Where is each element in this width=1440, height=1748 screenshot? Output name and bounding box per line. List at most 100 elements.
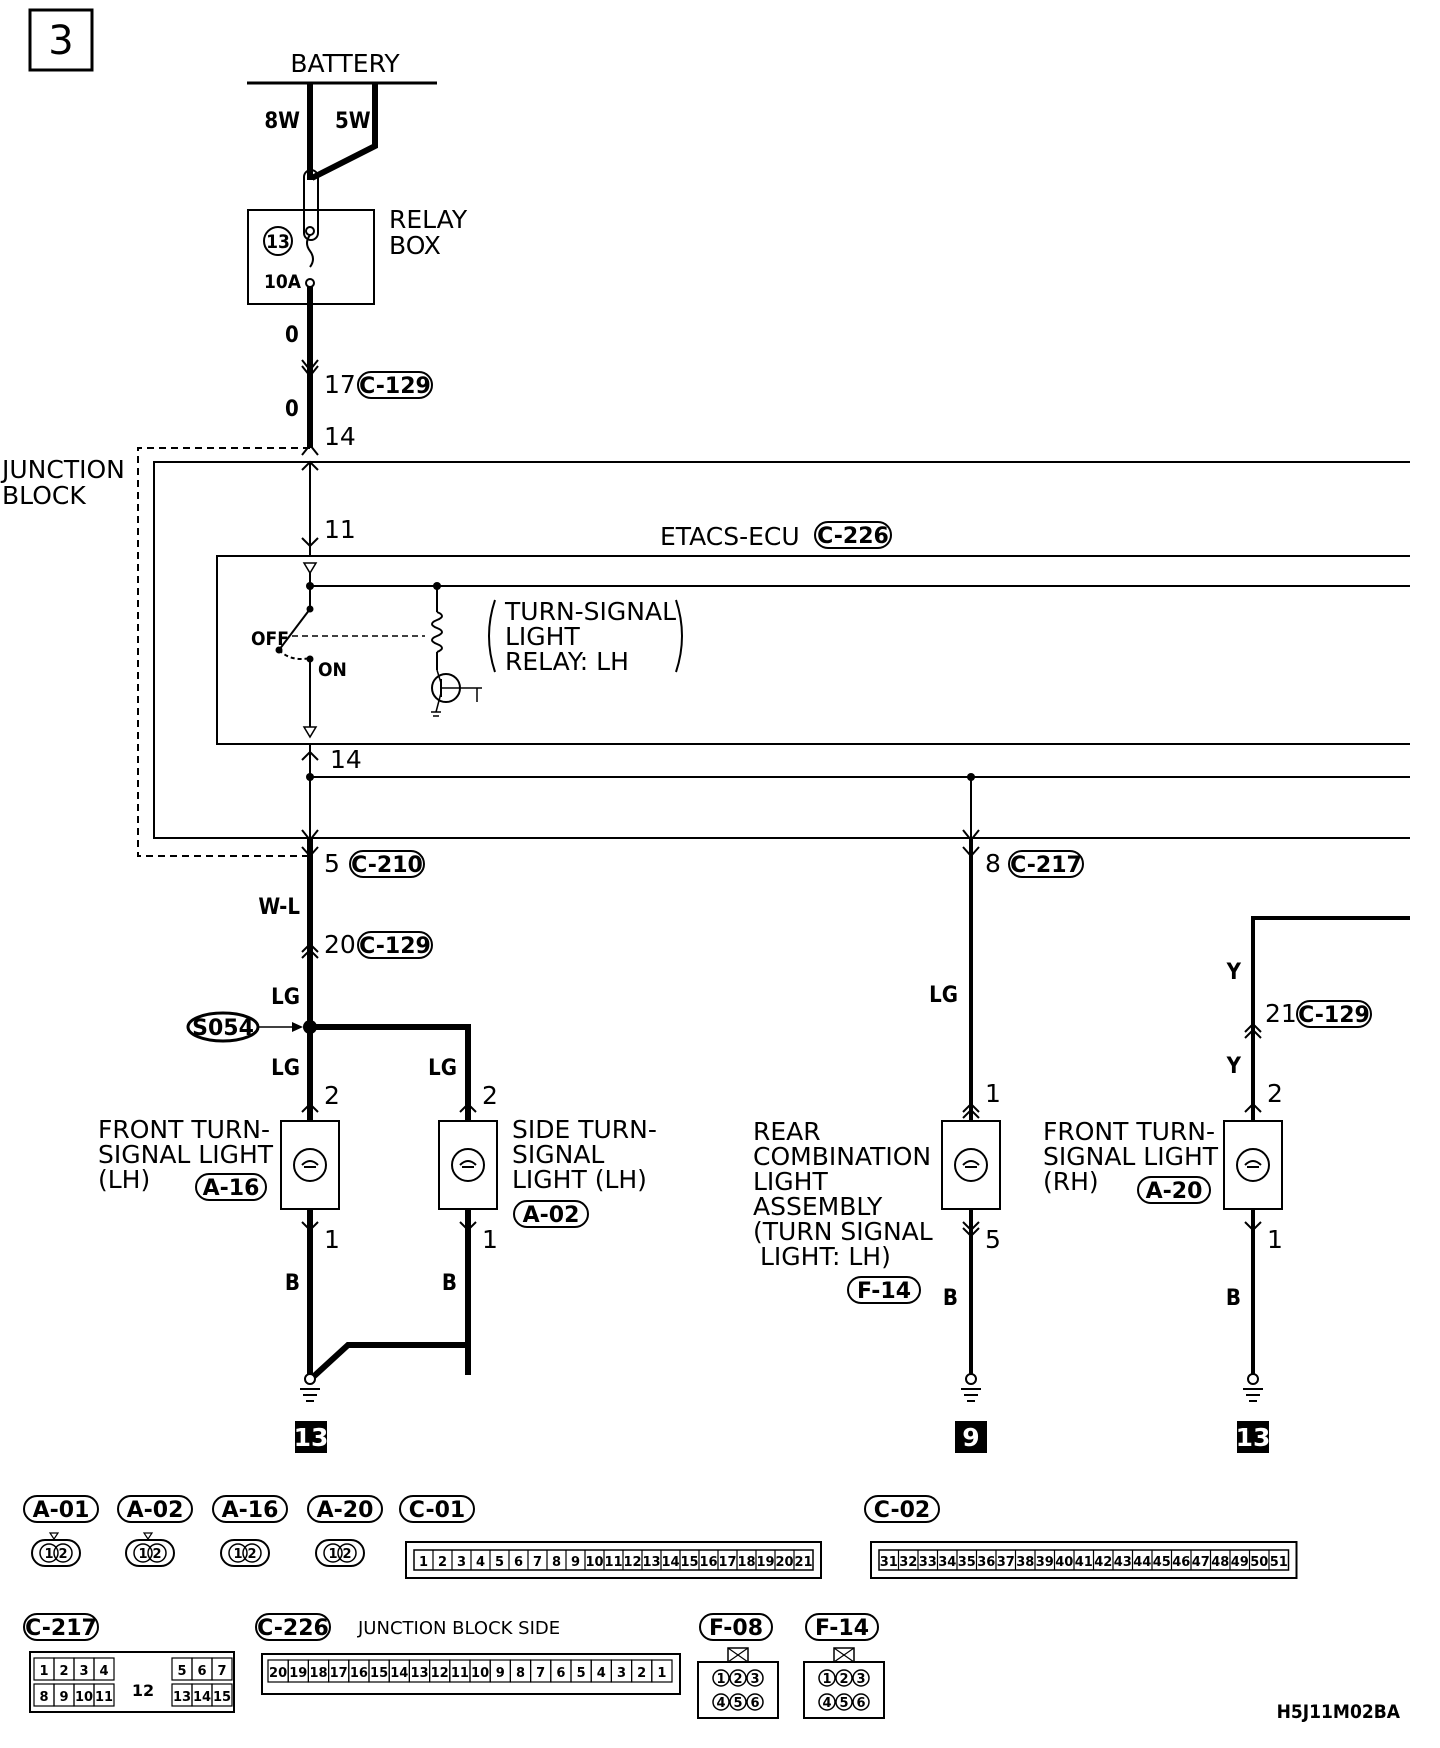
relay-box-label-1: RELAY [389, 205, 468, 234]
pin-label: 38 [1016, 1555, 1034, 1570]
pin-label: 51 [1270, 1555, 1288, 1570]
wire-0-top: 0 [285, 323, 299, 348]
relay-coil-icon [431, 611, 443, 653]
conn-a-01-layout: A-01 [33, 1498, 90, 1523]
front-lh-label-1: FRONT TURN- [98, 1115, 270, 1144]
pin-circle [818, 1669, 836, 1687]
pin-label: 3 [457, 1555, 466, 1570]
conn-c02-pins-outer [870, 1541, 1298, 1579]
conn-a-02-layout: A-02 [127, 1498, 184, 1523]
wire-lg-rear: LG [929, 983, 958, 1008]
pin-label: 13 [173, 1690, 191, 1705]
pin-circle [835, 1669, 853, 1687]
conn-c217: C-217 [1010, 853, 1082, 878]
conn-f08-layout-tag [699, 1613, 773, 1641]
pin-circle [147, 1543, 167, 1563]
pin-label: 2 [58, 1547, 67, 1562]
pin-label: 12 [132, 1681, 154, 1700]
page-number: 3 [48, 18, 73, 64]
wire-b-left: B [285, 1271, 300, 1296]
conn-f08-layout: F-08 [709, 1616, 763, 1641]
pin-label: 7 [536, 1666, 545, 1681]
pin-label: 42 [1094, 1555, 1112, 1570]
side-lh-pin-2: 2 [482, 1081, 498, 1110]
pin-label: 17 [718, 1555, 736, 1570]
pin-label: 5 [177, 1664, 186, 1679]
conn-c217-layout: C-217 [25, 1616, 97, 1641]
wire-lg-right: LG [428, 1056, 457, 1081]
key-mark [142, 1532, 154, 1541]
pin-14-lower: 14 [330, 745, 362, 774]
front-rh-lamp-icon [1223, 1120, 1283, 1210]
key-mark [48, 1532, 60, 1541]
c226-body [261, 1653, 681, 1695]
conn-c226-tag [814, 521, 892, 549]
wire-w-l: W-L [258, 895, 300, 920]
pin-label: 19 [756, 1555, 774, 1570]
pin-label: 31 [880, 1555, 898, 1570]
pin-label: 41 [1075, 1555, 1093, 1570]
switch-on-label: ON [318, 659, 347, 681]
front-lh-label-3: (LH) [98, 1165, 150, 1194]
rear-label-2: COMBINATION [753, 1142, 931, 1171]
pin-circle [852, 1693, 870, 1711]
pin-circle [712, 1693, 730, 1711]
conn-f14-layout: F-14 [815, 1616, 869, 1641]
pin-label: 50 [1250, 1555, 1268, 1570]
conn-a-02-layout-tag [117, 1495, 193, 1523]
connector-body [125, 1539, 175, 1567]
switch-off-label: OFF [251, 628, 289, 650]
wire-0-bottom: 0 [285, 397, 299, 422]
ground-ref-9 [955, 1421, 987, 1453]
conn-a16-tag [195, 1173, 267, 1201]
conn-a-01-layout-tag [23, 1495, 99, 1523]
conn-c226-layout: C-226 [257, 1616, 329, 1641]
conn-c01-layout-tag [399, 1495, 475, 1523]
conn-a-16-layout-tag [212, 1495, 288, 1523]
pin-label: 16 [350, 1666, 368, 1681]
relay-box: RELAY BOX 13 10A [247, 169, 468, 305]
conn-a-20-layout-tag [307, 1495, 383, 1523]
wire-5w: 5W [335, 109, 371, 134]
pin-circle [746, 1693, 764, 1711]
pin-label: 34 [938, 1555, 956, 1570]
pin-label: 8 [516, 1666, 525, 1681]
right-branch: Y 21 C-129 Y 2 1 B FRONT TURN- SIGNAL LI… [1043, 916, 1410, 1453]
wire-b-rh: B [1226, 1286, 1241, 1311]
pin-label: 1 [657, 1666, 666, 1681]
pin-label: 10 [471, 1666, 489, 1681]
rear-pin-1: 1 [985, 1079, 1001, 1108]
pin-label: 32 [899, 1555, 917, 1570]
pin-circle [729, 1693, 747, 1711]
pin-label: 11 [451, 1666, 469, 1681]
pin-label: 2 [152, 1547, 161, 1562]
conn-a-16-layout: A-16 [222, 1498, 279, 1523]
conn-c02-layout-tag [864, 1495, 940, 1523]
pin-label: 3 [856, 1672, 865, 1687]
pin-label: 36 [977, 1555, 995, 1570]
pin-label: 5 [733, 1696, 742, 1711]
etacs-ecu-label: ETACS-ECU [660, 522, 800, 551]
pin-label: 15 [370, 1666, 388, 1681]
wire-y-top: Y [1226, 960, 1242, 985]
conn-c217-tag [1008, 850, 1084, 878]
pin-circle [242, 1543, 262, 1563]
rh-label-2: SIGNAL LIGHT [1043, 1142, 1219, 1171]
conn-a16: A-16 [203, 1176, 260, 1201]
fuse-number-circle [263, 226, 293, 256]
wire-b-rear: B [943, 1286, 958, 1311]
side-lh-pin-1: 1 [482, 1225, 498, 1254]
pin-label: 10 [75, 1690, 93, 1705]
conn-a02: A-02 [523, 1203, 580, 1228]
pin-label: 17 [330, 1666, 348, 1681]
pin-cell [651, 1659, 673, 1683]
pin-circle [818, 1693, 836, 1711]
pin-label: 4 [716, 1696, 725, 1711]
pin-label: 1 [233, 1547, 242, 1562]
junction-block: JUNCTION BLOCK 11 [0, 447, 1410, 857]
pin-label: 2 [733, 1672, 742, 1687]
diagram-code: H5J11M02BA [1277, 1701, 1401, 1723]
pin-label: 7 [533, 1555, 542, 1570]
pin-label: 1 [328, 1547, 337, 1562]
pin-circle [835, 1693, 853, 1711]
